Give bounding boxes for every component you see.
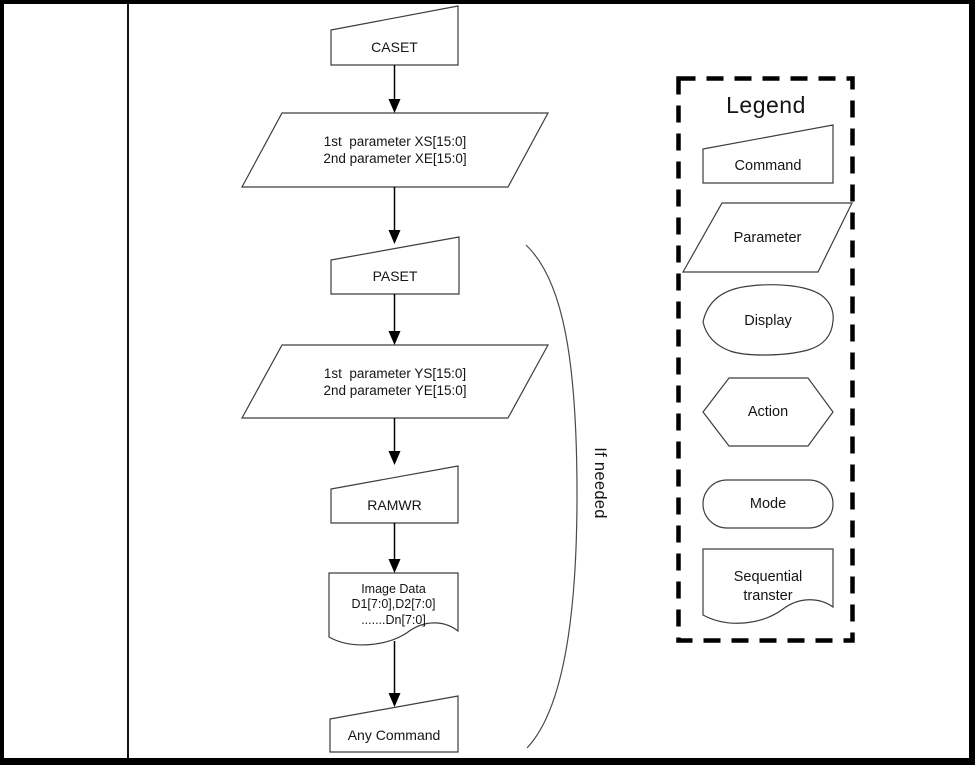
param-x-line1: 1st parameter XS[15:0]: [323, 134, 467, 149]
legend-action-label: Action: [747, 403, 789, 420]
param-x-parallelogram: [240, 112, 550, 188]
caset-label: CASET: [371, 38, 418, 55]
any-command-shape: [329, 695, 459, 753]
legend-command-shape: [702, 124, 834, 184]
caset-command-shape: [330, 5, 459, 66]
legend-title: Legend: [726, 91, 806, 118]
image-data-line1: Image Data: [361, 581, 426, 596]
param-y-label: 1st parameter YS[15:0] 2nd parameter YE[…: [242, 345, 548, 418]
legend-sequential-line2: transter: [743, 588, 793, 604]
image-data-line2: D1[7:0],D2[7:0]: [351, 597, 436, 612]
column-divider-line: [127, 4, 129, 758]
if-needed-bracket-curve: [525, 244, 578, 749]
paset-label: PASET: [372, 268, 418, 284]
arrowhead-icon: [388, 693, 401, 707]
legend-sequential-transfer-shape: [702, 548, 834, 624]
legend-display-shape: [702, 284, 834, 356]
arrowhead-icon: [388, 451, 401, 465]
param-x-line2: 2nd parameter XE[15:0]: [323, 151, 467, 166]
image-data-label: Image Data D1[7:0],D2[7:0] .......Dn[7:0…: [329, 574, 458, 636]
arrowhead-icon: [388, 331, 401, 345]
legend-sequential-line1: Sequential: [733, 569, 803, 585]
image-data-line3: .......Dn[7:0]: [361, 612, 426, 627]
arrow-heads: [388, 99, 401, 707]
ramwr-label: RAMWR: [367, 497, 422, 513]
legend-action-shape: [702, 377, 834, 447]
legend-command-label: Command: [734, 157, 802, 174]
arrowhead-icon: [388, 99, 401, 113]
ramwr-command-shape: [330, 465, 459, 524]
image-data-document-shape: [328, 572, 459, 646]
arrowhead-icon: [388, 559, 401, 573]
param-y-parallelogram: [240, 344, 550, 419]
param-x-label: 1st parameter XS[15:0] 2nd parameter XE[…: [242, 113, 548, 187]
if-needed-label: If needed: [591, 447, 610, 519]
legend-mode-label: Mode: [749, 495, 787, 512]
legend-parameter-shape: [681, 202, 853, 273]
arrowhead-icon: [388, 230, 401, 244]
any-command-label: Any Command: [347, 726, 441, 743]
legend-box: [676, 76, 855, 643]
paset-command-shape: [330, 236, 460, 295]
param-y-line1: 1st parameter YS[15:0]: [323, 365, 467, 381]
legend-display-label: Display: [744, 312, 792, 329]
legend-mode-shape: [702, 479, 834, 529]
param-y-line2: 2nd parameter YE[15:0]: [323, 382, 467, 398]
legend-parameter-label: Parameter: [733, 229, 802, 246]
legend-sequential-transfer-label: Sequential transter: [703, 563, 833, 611]
